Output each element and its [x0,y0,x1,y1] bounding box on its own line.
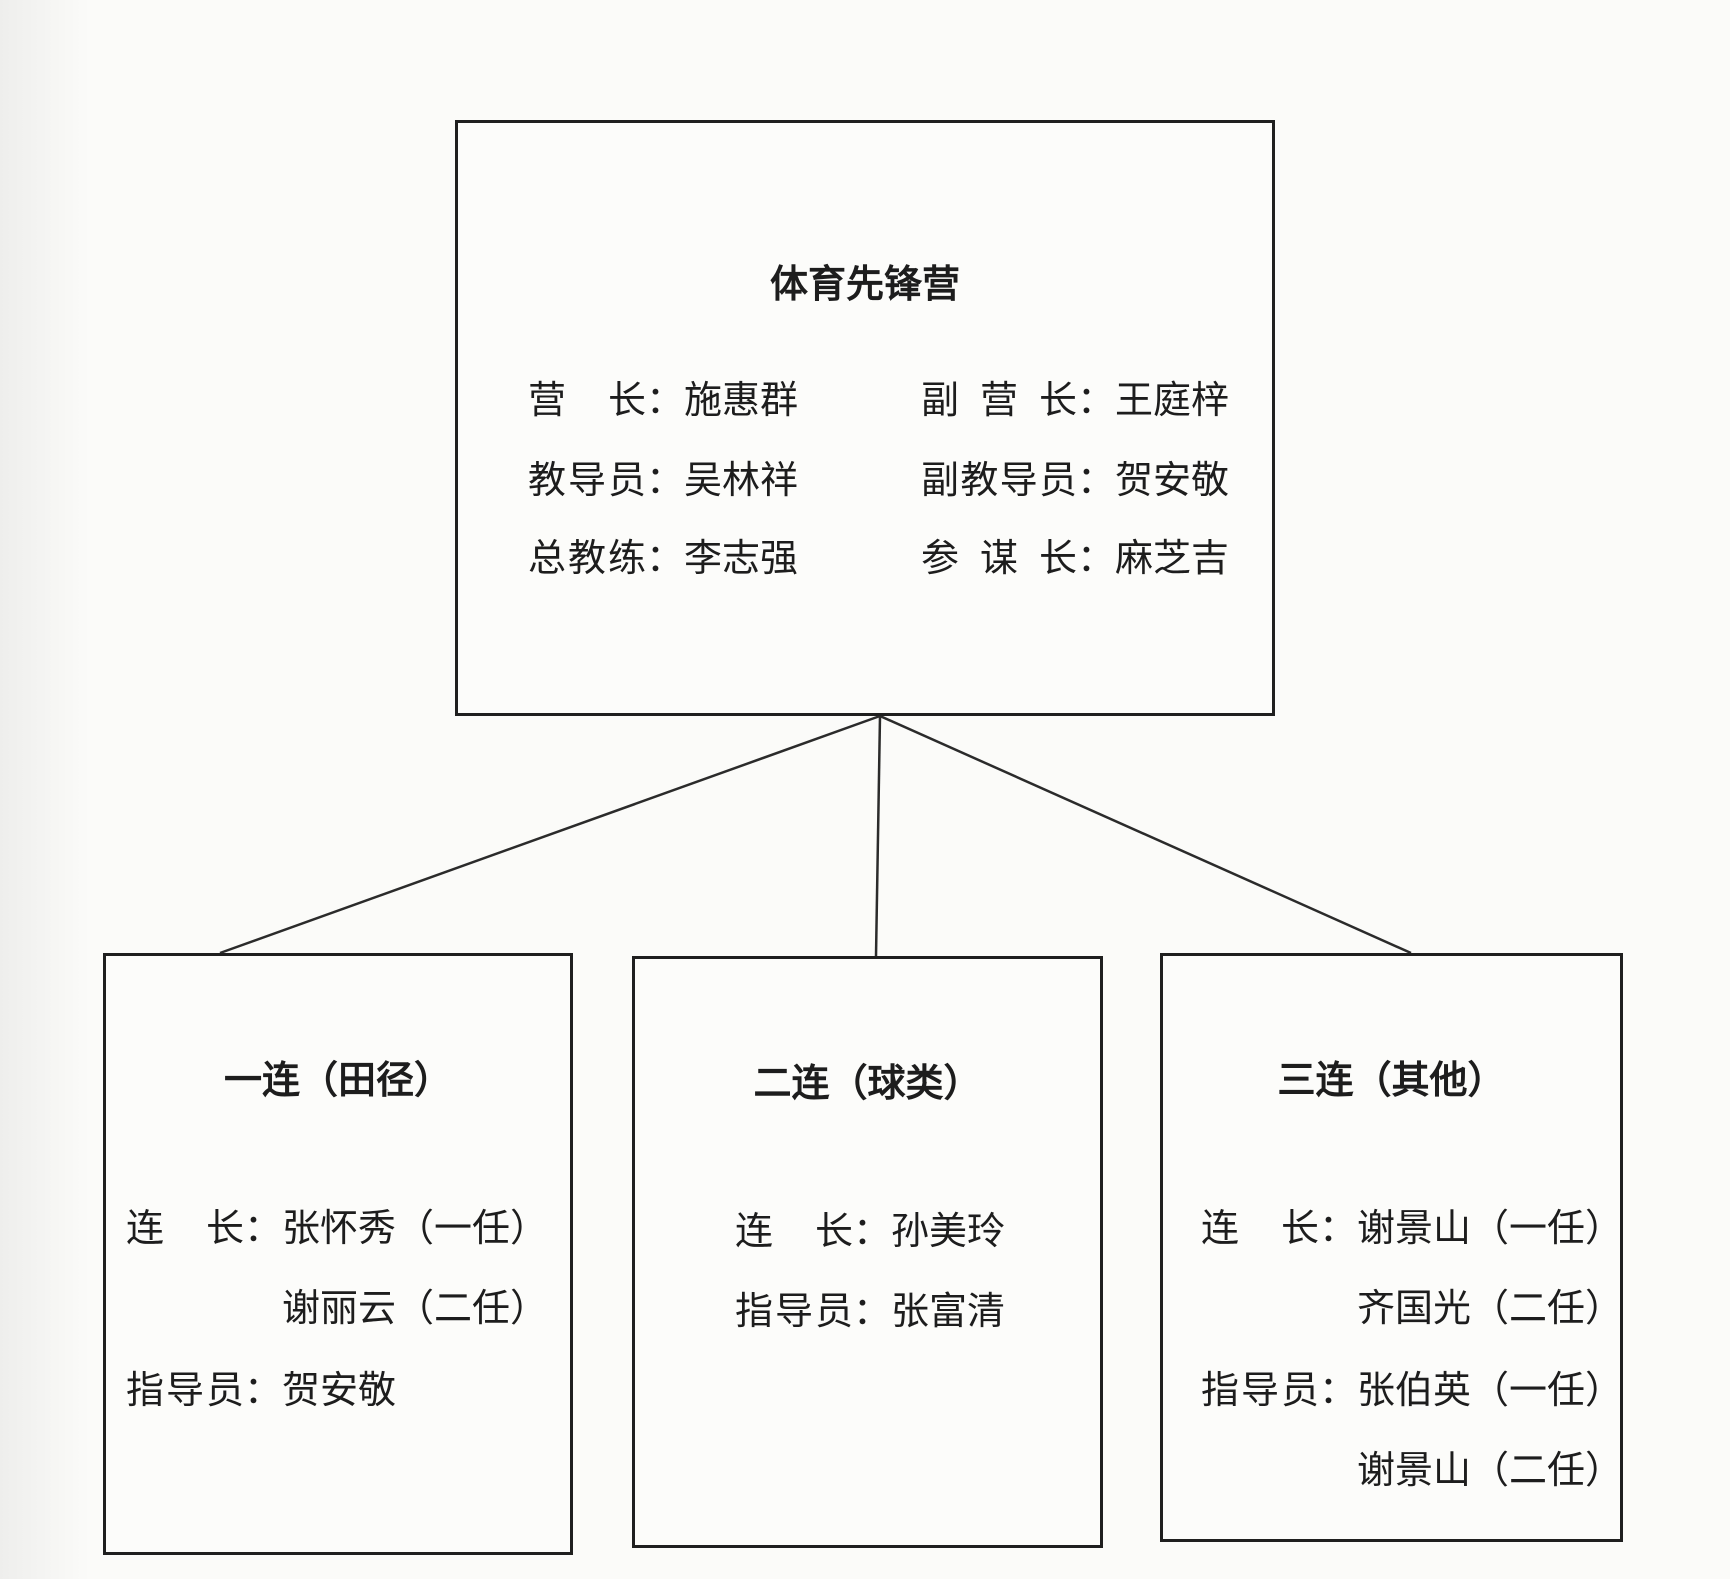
position-label: 副营长 [921,380,1077,422]
company-1-title: 一连（田径） [223,1060,452,1102]
person-name: 吴林祥 [684,460,799,502]
position-row: 连长：张怀秀（一任） [126,1206,548,1252]
position-row: 参谋长：麻芝吉 [921,536,1229,582]
person-name: 孙美玲 [891,1211,1006,1253]
position-row: 副营长：王庭梓 [921,378,1229,424]
position-row: 教导员：吴林祥 [528,458,798,504]
position-label: 连长 [735,1211,853,1253]
company-3-title: 三连（其他） [1277,1060,1506,1102]
person-name: 谢丽云（二任） [282,1288,549,1330]
position-row: 连长：孙美玲 [735,1209,1005,1255]
position-row: 营长：施惠群 [528,378,798,424]
position-label: 参谋长 [921,538,1077,580]
person-name: 谢景山（二任） [1357,1450,1624,1492]
person-name: 张富清 [891,1291,1006,1333]
person-name: 贺安敬 [282,1370,397,1412]
person-name: 谢景山（一任） [1357,1208,1624,1250]
position-row: ：谢景山（二任） [1201,1448,1623,1494]
person-name: 麻芝吉 [1115,538,1230,580]
position-label: 连长 [1201,1208,1319,1250]
position-label: 连长 [126,1208,244,1250]
position-row: 指导员：张富清 [735,1289,1005,1335]
colon: ： [646,460,685,502]
position-row: ：齐国光（二任） [1201,1286,1623,1332]
position-label: 指导员 [126,1370,244,1412]
colon: ： [853,1291,892,1333]
person-name: 齐国光（二任） [1357,1288,1624,1330]
colon: ： [1077,538,1116,580]
colon: ： [1077,380,1116,422]
position-row: ：谢丽云（二任） [126,1286,548,1332]
battalion-title: 体育先锋营 [769,264,960,306]
position-row: 指导员：贺安敬 [126,1368,396,1414]
person-name: 李志强 [684,538,799,580]
position-label: 教导员 [528,460,646,502]
colon: ： [244,1370,283,1412]
position-row: 总教练：李志强 [528,536,798,582]
colon: ： [646,380,685,422]
org-node-battalion: 体育先锋营 营长：施惠群 副营长：王庭梓 教导员：吴林祥 副教导员：贺安敬 总教… [455,120,1275,716]
colon: ： [1077,460,1116,502]
person-name: 张伯英（一任） [1357,1370,1624,1412]
org-node-company-1: 一连（田径） 连长：张怀秀（一任） ：谢丽云（二任） 指导员：贺安敬 [103,953,573,1555]
position-label: 营长 [528,380,646,422]
colon: ： [1319,1370,1358,1412]
person-name: 施惠群 [684,380,799,422]
person-name: 张怀秀（一任） [282,1208,549,1250]
colon: ： [853,1211,892,1253]
position-label: 指导员 [735,1291,853,1333]
position-label: 指导员 [1201,1370,1319,1412]
position-row: 副教导员：贺安敬 [921,458,1229,504]
org-node-company-2: 二连（球类） 连长：孙美玲 指导员：张富清 [632,956,1103,1548]
position-row: 指导员：张伯英（一任） [1201,1368,1623,1414]
colon: ： [244,1208,283,1250]
colon: ： [1319,1208,1358,1250]
position-label: 副教导员 [921,460,1077,502]
position-label: 总教练 [528,538,646,580]
position-row: 连长：谢景山（一任） [1201,1206,1623,1252]
org-node-company-3: 三连（其他） 连长：谢景山（一任） ：齐国光（二任） 指导员：张伯英（一任） ：… [1160,953,1623,1542]
colon: ： [646,538,685,580]
company-2-title: 二连（球类） [753,1063,982,1105]
person-name: 王庭梓 [1115,380,1230,422]
person-name: 贺安敬 [1115,460,1230,502]
